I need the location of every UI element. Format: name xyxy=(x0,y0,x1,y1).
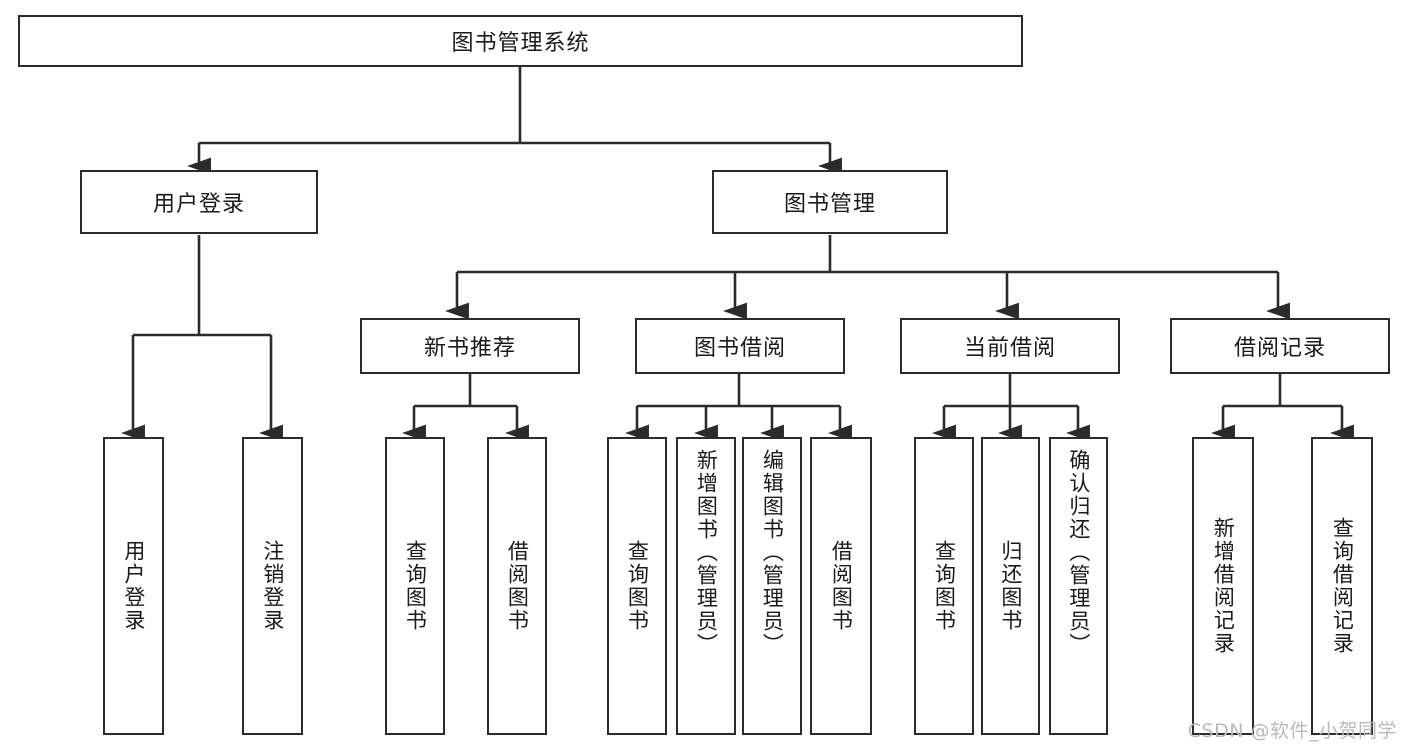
leaf-borrow-book-recommend[interactable]: 借阅图书 xyxy=(487,437,547,735)
leaf-query-book-recommend[interactable]: 查询图书 xyxy=(385,437,445,735)
node-label: 当前借阅 xyxy=(963,336,1056,361)
watermark-text: CSDN @软件_小贺同学 xyxy=(1187,720,1397,742)
node-label: 新增借阅记录 xyxy=(1211,517,1236,655)
node-borrow-record[interactable]: 借阅记录 xyxy=(1170,318,1390,374)
leaf-query-borrow-record[interactable]: 查询借阅记录 xyxy=(1311,437,1373,735)
node-book-management[interactable]: 图书管理 xyxy=(712,170,948,234)
node-label: 新增图书（管理员） xyxy=(694,449,719,656)
leaf-query-book-borrow[interactable]: 查询图书 xyxy=(607,437,667,735)
leaf-query-book-current[interactable]: 查询图书 xyxy=(914,437,974,735)
node-user-login[interactable]: 用户登录 xyxy=(80,170,318,234)
node-label: 归还图书 xyxy=(998,540,1023,632)
node-current-borrow[interactable]: 当前借阅 xyxy=(900,318,1120,374)
node-label: 图书管理系统 xyxy=(451,31,590,56)
node-label: 用户登录 xyxy=(152,192,245,217)
node-label: 注销登录 xyxy=(260,540,285,632)
node-label: 编辑图书（管理员） xyxy=(760,449,785,656)
leaf-confirm-return-admin[interactable]: 确认归还（管理员） xyxy=(1049,437,1108,735)
node-label: 新书推荐 xyxy=(423,336,516,361)
node-label: 图书借阅 xyxy=(693,336,786,361)
node-root-book-management-system[interactable]: 图书管理系统 xyxy=(18,15,1023,67)
node-label: 借阅记录 xyxy=(1233,336,1326,361)
leaf-logout-login[interactable]: 注销登录 xyxy=(242,437,303,735)
node-label: 用户登录 xyxy=(121,540,146,632)
node-label: 借阅图书 xyxy=(505,540,530,632)
node-label: 确认归还（管理员） xyxy=(1066,449,1091,656)
node-new-book-recommend[interactable]: 新书推荐 xyxy=(360,318,580,374)
node-label: 图书管理 xyxy=(783,192,876,217)
node-label: 借阅图书 xyxy=(829,540,854,632)
node-book-borrow[interactable]: 图书借阅 xyxy=(635,318,845,374)
node-label: 查询图书 xyxy=(625,540,650,632)
leaf-return-book[interactable]: 归还图书 xyxy=(981,437,1040,735)
leaf-borrow-book[interactable]: 借阅图书 xyxy=(810,437,872,735)
node-label: 查询借阅记录 xyxy=(1330,517,1355,655)
leaf-add-borrow-record[interactable]: 新增借阅记录 xyxy=(1192,437,1254,735)
leaf-user-login[interactable]: 用户登录 xyxy=(103,437,164,735)
node-label: 查询图书 xyxy=(403,540,428,632)
leaf-edit-book-admin[interactable]: 编辑图书（管理员） xyxy=(742,437,802,735)
node-label: 查询图书 xyxy=(932,540,957,632)
leaf-add-book-admin[interactable]: 新增图书（管理员） xyxy=(676,437,736,735)
